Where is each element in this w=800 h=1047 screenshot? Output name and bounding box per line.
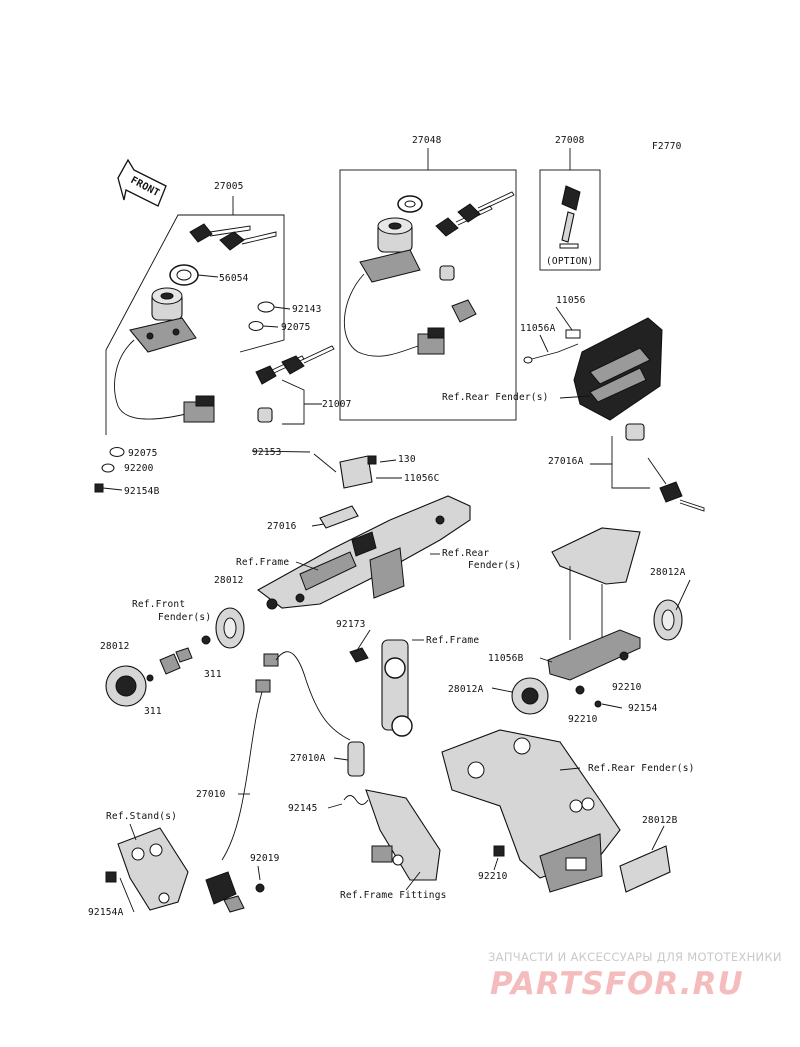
label-11056a: 11056A — [520, 323, 556, 334]
label-28012-left: 28012 — [100, 641, 130, 652]
label-56054: 56054 — [219, 273, 249, 284]
ignition-switch-set-27048 — [339, 148, 517, 421]
label-21007: 21007 — [322, 399, 352, 410]
label-ref-rear-2b: Fender(s) — [468, 560, 521, 571]
option-label: (OPTION) — [546, 256, 593, 267]
label-28012-top: 28012 — [214, 575, 244, 586]
label-ref-frame-2: Ref.Frame — [426, 635, 479, 646]
ignition-cylinder — [129, 287, 197, 353]
label-27010: 27010 — [196, 789, 226, 800]
label-92154a: 92154A — [88, 907, 124, 918]
label-92200: 92200 — [124, 463, 154, 474]
label-92173: 92173 — [336, 619, 366, 630]
label-27016: 27016 — [267, 521, 297, 532]
figure-code: F2770 — [652, 141, 682, 152]
label-27005: 27005 — [214, 181, 244, 192]
label-ref-stand: Ref.Stand(s) — [106, 811, 177, 822]
label-ref-rear-fender-3: Ref.Rear Fender(s) — [588, 763, 695, 774]
label-27008: 27008 — [555, 135, 585, 146]
seat-lock-assembly — [523, 317, 705, 512]
frame-bracket — [256, 453, 471, 610]
label-28012a-top: 28012A — [650, 567, 686, 578]
label-27016a: 27016A — [548, 456, 584, 467]
key-set-21007 — [255, 345, 335, 425]
leader-lines — [119, 306, 691, 913]
rear-fender-lower — [441, 729, 671, 893]
key-blank-27008 — [539, 148, 601, 271]
front-arrow-icon: FRONT — [117, 158, 167, 207]
label-92019: 92019 — [250, 853, 280, 864]
watermark-tagline: ЗАПЧАСТИ И АКСЕССУАРЫ ДЛЯ МОТОТЕХНИКИ — [488, 950, 782, 964]
label-ref-front-a: Ref.Front — [132, 599, 185, 610]
label-27010a: 27010A — [290, 753, 326, 764]
ignition-switch-set-27005 — [94, 196, 291, 493]
label-ref-rear-fender-1: Ref.Rear Fender(s) — [442, 392, 549, 403]
label-ref-frame-1: Ref.Frame — [236, 557, 289, 568]
label-92143: 92143 — [292, 304, 322, 315]
label-92154: 92154 — [628, 703, 658, 714]
label-92153: 92153 — [252, 447, 282, 458]
label-11056: 11056 — [556, 295, 586, 306]
label-92210-b: 92210 — [568, 714, 598, 725]
label-11056b: 11056B — [488, 653, 524, 664]
reflector-front — [105, 607, 245, 707]
watermark-logo: PARTSFOR.RU — [490, 966, 744, 1002]
rear-fender-bracket — [511, 527, 683, 715]
key-icon — [189, 223, 277, 251]
frame-fitting — [343, 639, 441, 881]
side-stand-switch — [105, 651, 365, 913]
part-labels: F2770 27005 27048 27008 (OPTION) 56054 9… — [88, 135, 695, 918]
label-92075-a: 92075 — [281, 322, 311, 333]
label-92145: 92145 — [288, 803, 318, 814]
label-11056c: 11056C — [404, 473, 440, 484]
label-311-a: 311 — [204, 669, 222, 680]
label-ref-frame-fittings: Ref.Frame Fittings — [340, 890, 447, 901]
label-28012a-left: 28012A — [448, 684, 484, 695]
label-92154b: 92154B — [124, 486, 160, 497]
label-92210-c: 92210 — [478, 871, 508, 882]
label-92075-b: 92075 — [128, 448, 158, 459]
label-28012b: 28012B — [642, 815, 678, 826]
label-130: 130 — [398, 454, 416, 465]
label-92210-a: 92210 — [612, 682, 642, 693]
label-27048: 27048 — [412, 135, 442, 146]
label-311-b: 311 — [144, 706, 162, 717]
label-ref-rear-2a: Ref.Rear — [442, 548, 489, 559]
label-ref-front-b: Fender(s) — [158, 612, 211, 623]
